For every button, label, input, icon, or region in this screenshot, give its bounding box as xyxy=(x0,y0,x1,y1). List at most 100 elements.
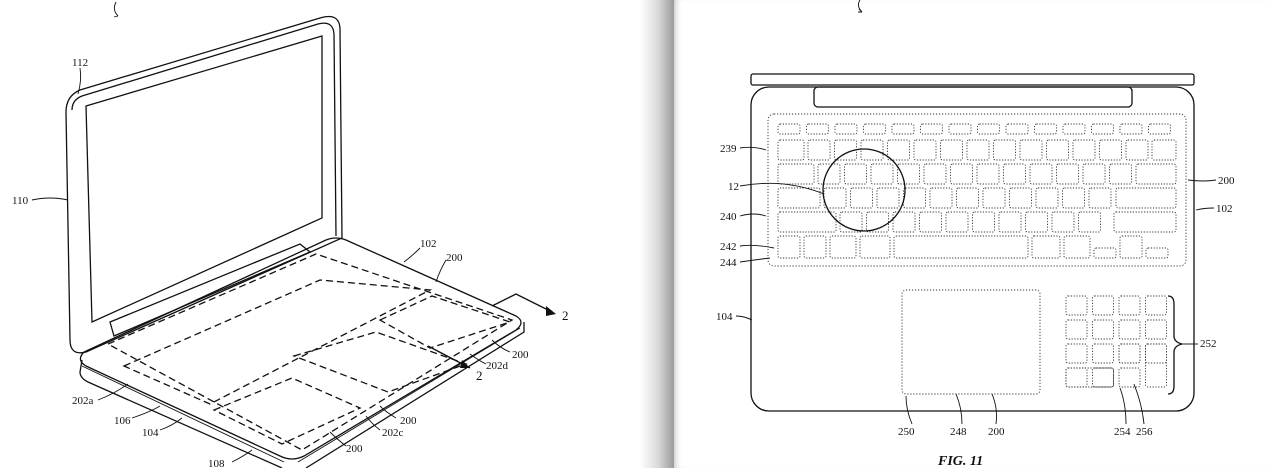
key-outline xyxy=(777,123,801,135)
key-outline xyxy=(823,187,847,209)
base-top-surface xyxy=(79,237,522,460)
key-outline xyxy=(859,235,891,259)
key-outline xyxy=(977,123,1000,135)
numpad-key-outline xyxy=(1118,319,1141,340)
numpad-key-outline xyxy=(1065,367,1088,388)
numpad-key-outline xyxy=(1118,343,1141,364)
display-screen xyxy=(85,35,323,323)
display-housing-outline xyxy=(65,15,343,354)
key-outline xyxy=(919,211,942,233)
key-outline xyxy=(892,211,916,233)
key-outline xyxy=(817,163,841,185)
dashed-region-keyboard xyxy=(122,279,433,405)
leader-106 xyxy=(131,405,161,419)
leader-110 xyxy=(31,197,69,201)
hinge-bar xyxy=(750,73,1195,86)
leader-200d xyxy=(329,431,347,447)
key-outline xyxy=(1019,139,1043,161)
key-outline xyxy=(1062,123,1086,135)
leader-102 xyxy=(1195,207,1215,211)
key-outline xyxy=(807,139,831,161)
key-outline xyxy=(1099,139,1122,161)
key-outline xyxy=(1119,123,1143,135)
key-outline xyxy=(777,235,801,259)
leader-239 xyxy=(739,146,767,151)
key-outline xyxy=(777,187,821,209)
label-254: 254 xyxy=(1114,426,1131,438)
key-outline xyxy=(920,123,943,135)
key-outline xyxy=(829,235,857,259)
numpad-key-outline xyxy=(1118,343,1141,364)
dashed-region-202d xyxy=(378,295,513,349)
leader-256 xyxy=(1133,383,1145,425)
laptop-top-view-drawing: 239 12 240 242 244 104 200 102 252 250 2… xyxy=(716,0,1235,468)
laptop-perspective-drawing: 112 110 102 200 2 2 200 202d 202a 106 10… xyxy=(12,1,569,468)
display-housing-inner-edge xyxy=(71,22,337,237)
leader-202c xyxy=(365,415,381,431)
leader-200b xyxy=(491,339,511,353)
key-outline xyxy=(1005,123,1029,135)
key-outline xyxy=(913,139,937,161)
key-outline xyxy=(982,187,1006,209)
numpad-key-outline xyxy=(1092,295,1114,316)
key-outline xyxy=(1091,123,1114,135)
numpad-key-outline xyxy=(1092,319,1114,340)
leader-240 xyxy=(739,213,767,217)
key-outline xyxy=(972,211,995,233)
label-section-2-upper: 2 xyxy=(562,308,569,323)
label-200-bottom: 200 xyxy=(346,443,363,455)
key-outline xyxy=(1088,187,1112,209)
label-200-mid: 200 xyxy=(400,415,417,427)
dashed-region-outer xyxy=(106,253,514,451)
key-outline xyxy=(777,139,805,161)
right-page: 239 12 240 242 244 104 200 102 252 250 2… xyxy=(674,0,1269,468)
dashed-region-202c xyxy=(212,377,362,445)
section-line-upper xyxy=(491,293,553,313)
numpad-keys xyxy=(1065,295,1167,388)
label-250: 250 xyxy=(898,426,915,438)
key-outline xyxy=(863,123,886,135)
key-outline xyxy=(1062,187,1085,209)
key-outline xyxy=(976,163,1000,185)
label-108: 108 xyxy=(208,458,225,468)
key-outline xyxy=(1031,235,1061,259)
leader-248 xyxy=(955,393,963,425)
leader-112 xyxy=(77,67,82,95)
base-housing xyxy=(750,86,1195,412)
leader-200-bottom xyxy=(991,393,997,425)
key-outline xyxy=(834,123,858,135)
key-outline xyxy=(897,163,920,185)
numpad-key-outline xyxy=(1092,343,1114,364)
key-outline xyxy=(945,211,969,233)
key-outline xyxy=(940,139,963,161)
numpad-key-outline xyxy=(1118,367,1141,388)
bracket-252 xyxy=(1167,295,1183,395)
key-outline xyxy=(923,163,947,185)
leader-202a xyxy=(97,383,129,401)
label-112: 112 xyxy=(72,57,88,69)
keyboard-region xyxy=(767,113,1187,267)
numpad-key-outline xyxy=(1065,319,1088,340)
key-outline xyxy=(1046,139,1069,161)
label-202d: 202d xyxy=(486,360,509,372)
leader-12 xyxy=(739,182,825,195)
label-110: 110 xyxy=(12,195,29,207)
key-outline xyxy=(777,211,837,233)
numpad-key-outline xyxy=(1065,343,1088,364)
leader-244 xyxy=(739,257,771,263)
keyboard-keys xyxy=(777,123,1177,259)
key-outline xyxy=(893,235,1029,259)
key-outline xyxy=(956,187,979,209)
key-outline xyxy=(870,163,894,185)
numpad-key-outline xyxy=(1145,319,1167,340)
key-outline xyxy=(1072,139,1096,161)
key-outline xyxy=(777,163,815,185)
key-outline xyxy=(1151,139,1177,161)
label-202c: 202c xyxy=(382,427,404,439)
page-gutter-shadow xyxy=(640,0,674,468)
key-outline xyxy=(839,211,863,233)
leader-108 xyxy=(231,449,253,463)
leader-102 xyxy=(403,247,421,263)
leader-200-right xyxy=(1187,179,1217,182)
label-200-right: 200 xyxy=(1218,175,1235,187)
